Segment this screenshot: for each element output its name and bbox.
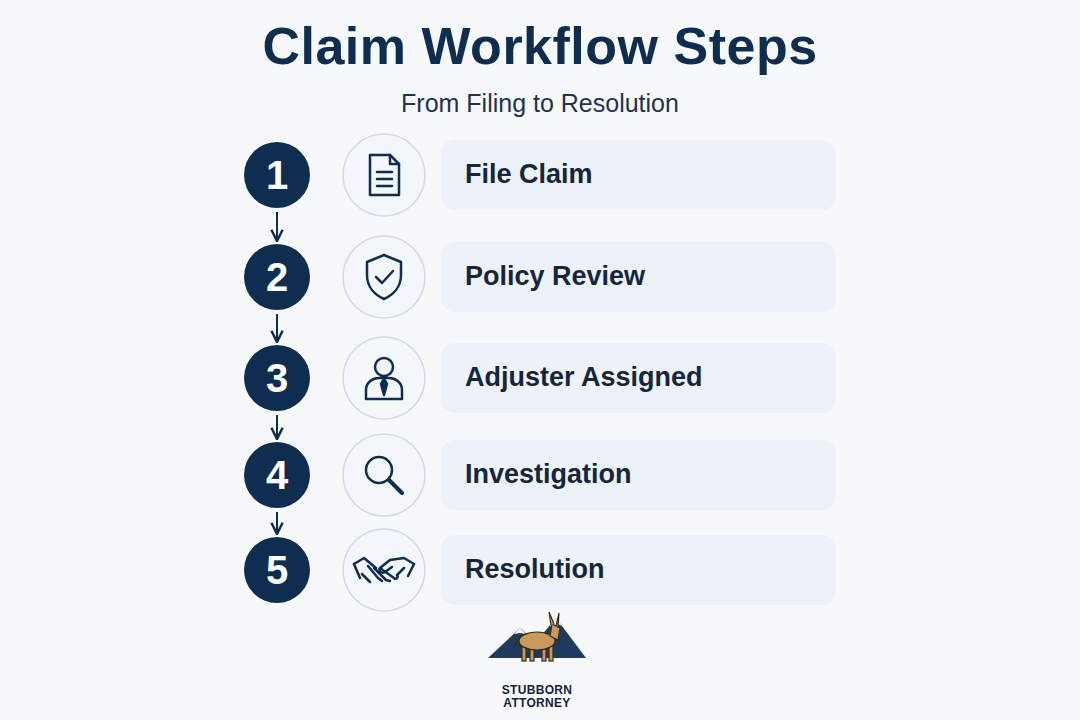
step-label-box: Policy Review xyxy=(441,242,836,312)
flow-arrow xyxy=(276,314,278,342)
subtitle: From Filing to Resolution xyxy=(401,89,679,118)
step-number: 1 xyxy=(266,155,288,195)
logo-text: STUBBORN ATTORNEY xyxy=(499,684,575,709)
step-number: 3 xyxy=(266,358,288,398)
step-label-box: Investigation xyxy=(441,440,836,510)
diagram-title: Claim Workflow Steps xyxy=(262,16,817,76)
step-label: Policy Review xyxy=(465,261,645,292)
icon-circles xyxy=(343,134,425,611)
step-label-box: Resolution xyxy=(441,535,836,605)
flow-arrow xyxy=(276,415,278,439)
step-number-circle: 4 xyxy=(244,442,310,508)
document-icon xyxy=(370,155,399,195)
step-label: Adjuster Assigned xyxy=(465,362,703,393)
magnifier-icon xyxy=(366,457,402,493)
step-number-circle: 3 xyxy=(244,345,310,411)
step-number: 2 xyxy=(266,257,288,297)
step-number: 5 xyxy=(266,550,288,590)
flow-arrow xyxy=(276,512,278,534)
handshake-icon xyxy=(354,558,414,582)
step-label: File Claim xyxy=(465,159,593,190)
step-number-circle: 1 xyxy=(244,142,310,208)
step-label: Resolution xyxy=(465,554,605,585)
step-label: Investigation xyxy=(465,459,632,490)
step-label-box: File Claim xyxy=(441,140,836,210)
step-label-box: Adjuster Assigned xyxy=(441,343,836,413)
person-icon xyxy=(366,358,402,399)
shield-icon xyxy=(367,255,401,299)
step-number: 4 xyxy=(266,455,288,495)
step-number-circle: 5 xyxy=(244,537,310,603)
step-number-circle: 2 xyxy=(244,244,310,310)
flow-arrow xyxy=(276,212,278,241)
logo-illustration xyxy=(488,612,586,661)
